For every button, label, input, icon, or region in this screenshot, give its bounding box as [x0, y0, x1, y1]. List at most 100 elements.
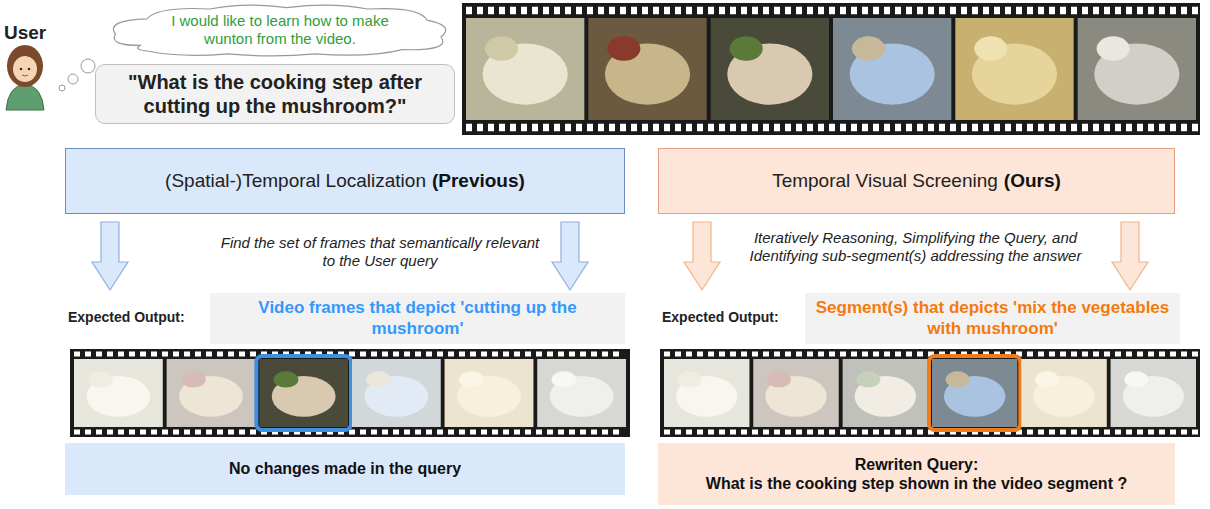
video-frame — [466, 18, 584, 120]
sprocket-hole — [371, 430, 377, 435]
sprocket-hole — [492, 430, 498, 435]
sprocket-hole — [1104, 7, 1110, 15]
sprocket-hole — [774, 7, 780, 15]
sprocket-hole — [85, 352, 91, 357]
sprocket-hole — [1027, 7, 1033, 15]
sprocket-hole — [884, 352, 890, 357]
sprocket-hole — [576, 124, 582, 132]
sprocket-hole — [906, 7, 912, 15]
sprocket-hole — [609, 124, 615, 132]
sprocket-hole — [829, 430, 835, 435]
sprocket-hole — [796, 7, 802, 15]
sprocket-hole — [741, 352, 747, 357]
sprocket-hole — [818, 430, 824, 435]
sprocket-hole — [521, 7, 527, 15]
node-text: Segment(s) that depicts 'mix the vegetab… — [815, 298, 1170, 339]
sprocket-hole — [1093, 7, 1099, 15]
method-title-box: Temporal Visual Screening(Ours) — [658, 148, 1175, 214]
sprocket-hole — [631, 124, 637, 132]
sprocket-hole — [558, 352, 564, 357]
sprocket-hole — [884, 430, 890, 435]
sprocket-hole — [906, 430, 912, 435]
sprocket-hole — [1082, 7, 1088, 15]
sprocket-hole — [525, 352, 531, 357]
sprocket-hole — [195, 352, 201, 357]
user-bangs — [12, 55, 38, 63]
sprocket-hole — [1192, 124, 1198, 132]
sprocket-hole — [829, 7, 835, 15]
film-strips — [70, 3, 1200, 437]
sprocket-hole — [1159, 7, 1165, 15]
sprocket-hole — [697, 430, 703, 435]
sprocket-hole — [895, 352, 901, 357]
sprocket-hole — [492, 352, 498, 357]
sprocket-hole — [697, 352, 703, 357]
sprocket-hole — [829, 352, 835, 357]
sprocket-hole — [1049, 430, 1055, 435]
sprocket-hole — [785, 430, 791, 435]
sprocket-hole — [697, 7, 703, 15]
sprocket-hole — [415, 352, 421, 357]
sprocket-hole — [664, 124, 670, 132]
sprocket-hole — [950, 7, 956, 15]
sprocket-hole — [719, 7, 725, 15]
sprocket-hole — [151, 352, 157, 357]
sprocket-hole — [426, 352, 432, 357]
sprocket-hole — [1005, 124, 1011, 132]
text-group: (Spatial-)Temporal Localization(Previous… — [165, 170, 525, 193]
sprocket-hole — [653, 7, 659, 15]
sprocket-hole — [437, 352, 443, 357]
sprocket-hole — [1027, 352, 1033, 357]
film-strip — [462, 3, 1200, 135]
sprocket-hole — [580, 352, 586, 357]
sprocket-hole — [972, 7, 978, 15]
sprocket-hole — [543, 7, 549, 15]
sprocket-hole — [895, 430, 901, 435]
sprocket-hole — [1071, 124, 1077, 132]
sprocket-hole — [840, 7, 846, 15]
sprocket-hole — [85, 430, 91, 435]
sprocket-hole — [404, 430, 410, 435]
sprocket-hole — [785, 7, 791, 15]
sprocket-hole — [917, 7, 923, 15]
node-text: (Previous) — [432, 170, 525, 191]
sprocket-hole — [917, 430, 923, 435]
sprocket-hole — [1126, 430, 1132, 435]
sprocket-hole — [774, 352, 780, 357]
sprocket-hole — [1192, 352, 1198, 357]
sprocket-hole — [928, 124, 934, 132]
sprocket-hole — [917, 124, 923, 132]
sprocket-hole — [796, 430, 802, 435]
sprocket-hole — [686, 7, 692, 15]
sprocket-hole — [1170, 430, 1176, 435]
sprocket-hole — [642, 124, 648, 132]
sprocket-hole — [250, 352, 256, 357]
down-arrow — [684, 222, 720, 290]
sprocket-hole — [477, 124, 483, 132]
method-title-box: (Spatial-)Temporal Localization(Previous… — [65, 148, 625, 214]
sprocket-hole — [1038, 430, 1044, 435]
sprocket-hole — [591, 352, 597, 357]
sprocket-hole — [360, 352, 366, 357]
thought-cloud: I would like to learn how to make wunton… — [105, 2, 455, 58]
sprocket-hole — [448, 430, 454, 435]
sprocket-hole — [228, 430, 234, 435]
node-text: I would like to learn how to make wunton… — [147, 12, 413, 48]
sprocket-hole — [763, 352, 769, 357]
sprocket-hole — [741, 124, 747, 132]
sprocket-hole — [994, 124, 1000, 132]
sprocket-hole — [620, 7, 626, 15]
sprocket-hole — [675, 7, 681, 15]
sprocket-hole — [547, 430, 553, 435]
frame-fade — [1021, 359, 1106, 427]
sprocket-hole — [1005, 7, 1011, 15]
frame-detail — [607, 36, 640, 60]
sprocket-hole — [459, 352, 465, 357]
node-text: "What is the cooking step after cutting … — [106, 70, 444, 118]
sprocket-hole — [1060, 352, 1066, 357]
sprocket-hole — [818, 7, 824, 15]
sprocket-hole — [74, 430, 80, 435]
frame-detail — [274, 371, 299, 387]
sprocket-hole — [906, 352, 912, 357]
sprocket-hole — [1016, 124, 1022, 132]
